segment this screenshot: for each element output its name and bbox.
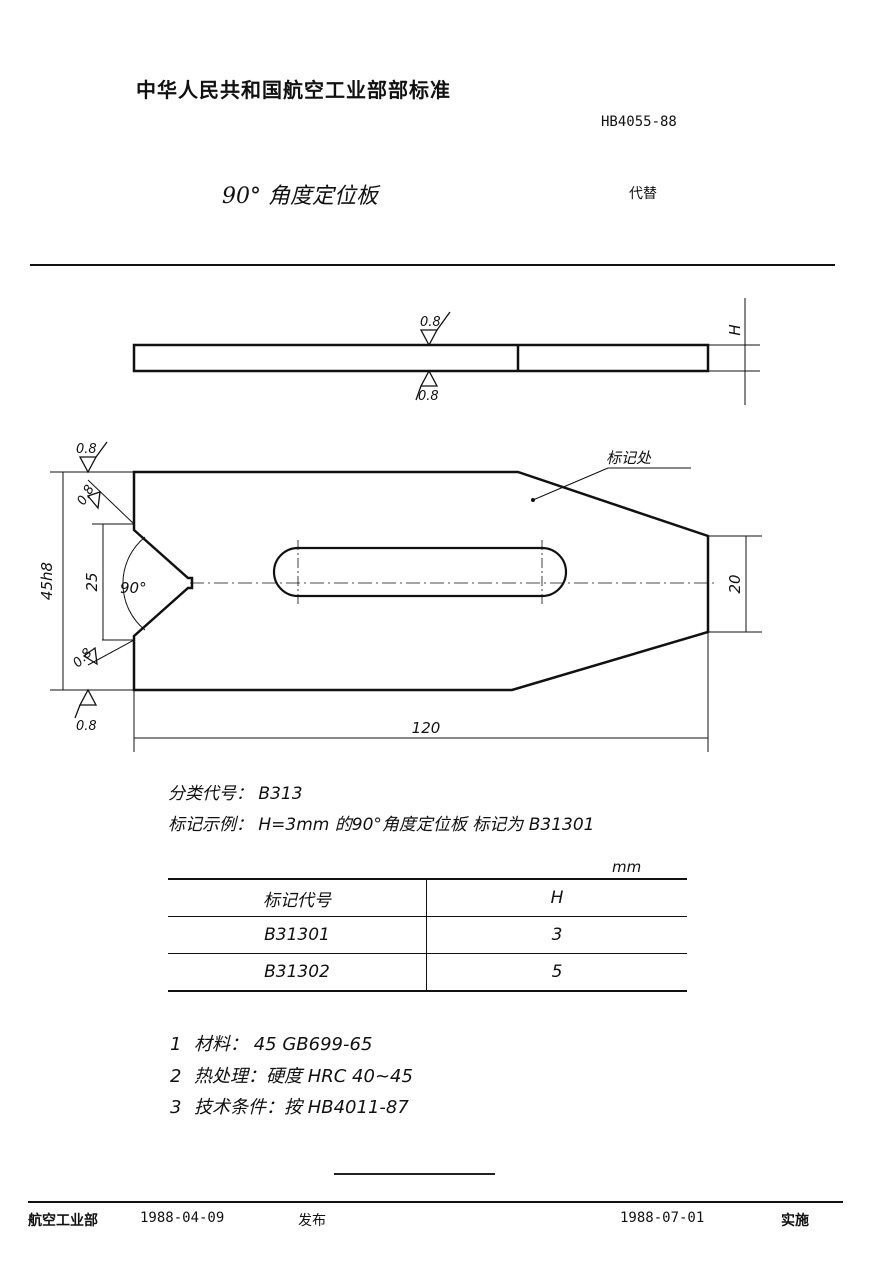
footer-divider <box>28 1201 843 1203</box>
note-text: 技术条件：按 HB4011-87 <box>194 1097 409 1118</box>
cell-marking-code: B31302 <box>168 953 427 992</box>
roughness-left-bottom-value: 0.8 <box>76 719 97 734</box>
length-label: 120 <box>412 719 441 737</box>
cell-h: 3 <box>426 916 687 954</box>
standard-number: HB4055-88 <box>601 114 677 130</box>
note-text: 热处理：硬度 HRC 40~45 <box>194 1066 413 1087</box>
document-title: 90° 角度定位板 <box>222 184 378 209</box>
note-item: 2 热处理：硬度 HRC 40~45 <box>170 1062 413 1088</box>
note-number: 2 <box>170 1066 182 1087</box>
note-number: 3 <box>170 1097 182 1118</box>
main-view <box>50 441 762 752</box>
end-divider <box>334 1173 495 1175</box>
roughness-left-top-value: 0.8 <box>76 442 97 457</box>
footer-implementation-label: 实施 <box>781 1213 809 1229</box>
table-row: B31302 5 <box>168 953 687 992</box>
tip-width-label: 20 <box>726 574 744 593</box>
replaces-label: 代替 <box>629 186 657 202</box>
header-marking-code: 标记代号 <box>168 878 427 917</box>
roughness-top-icon <box>419 311 451 347</box>
marking-location-label: 标记处 <box>606 449 652 467</box>
footer-implementation-date: 1988-07-01 <box>620 1210 705 1226</box>
table-unit: mm <box>612 858 642 876</box>
roughness-chamfer-bottom-value: 0.8 <box>70 646 95 671</box>
footer-issuer: 航空工业部 <box>28 1213 98 1229</box>
technical-drawing: 0.8 0.8 H <box>38 298 762 752</box>
organization-title: 中华人民共和国航空工业部部标准 <box>136 78 451 102</box>
roughness-bottom-icon <box>415 369 439 401</box>
angle-label: 90° <box>120 579 147 597</box>
table-header-row: 标记代号 H <box>168 878 687 917</box>
roughness-top-value: 0.8 <box>420 315 441 330</box>
roughness-bottom-value: 0.8 <box>418 389 439 404</box>
thickness-label: H <box>726 324 744 335</box>
table-row: B31301 3 <box>168 916 687 954</box>
note-item: 3 技术条件：按 HB4011-87 <box>170 1093 409 1119</box>
marking-table: 标记代号 H B31301 3 B31302 5 <box>168 878 687 992</box>
header-h: H <box>426 878 687 917</box>
classification-code: 分类代号： B313 <box>168 784 303 804</box>
note-item: 1 材料： 45 GB699-65 <box>170 1030 372 1056</box>
note-number: 1 <box>170 1034 182 1055</box>
footer-issue-date: 1988-04-09 <box>140 1210 225 1226</box>
cell-marking-code: B31301 <box>168 916 427 954</box>
overall-width-label: 45h8 <box>38 562 56 600</box>
marking-example: 标记示例： H=3mm 的90°角度定位板 标记为 B31301 <box>168 815 595 835</box>
cell-h: 5 <box>426 953 687 992</box>
note-text: 材料： 45 GB699-65 <box>194 1034 373 1055</box>
v-opening-label: 25 <box>83 572 101 591</box>
top-view <box>132 298 760 405</box>
header-divider <box>30 264 835 266</box>
footer-issued-label: 发布 <box>298 1213 326 1229</box>
